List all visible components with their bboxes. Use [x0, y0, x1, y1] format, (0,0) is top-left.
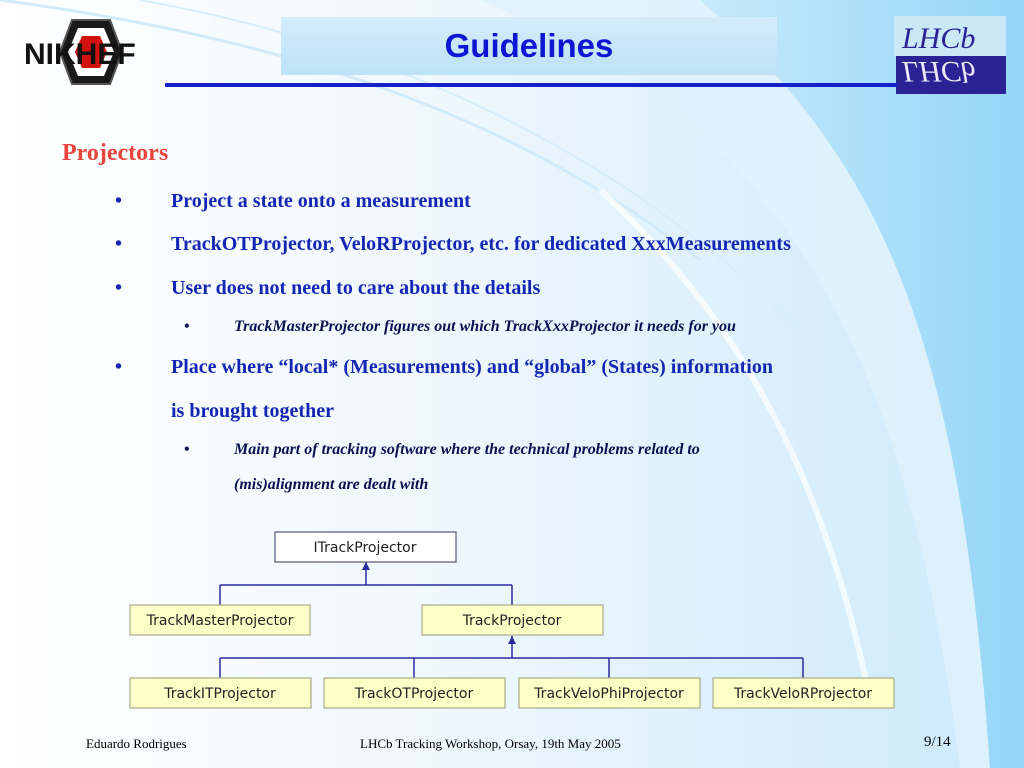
- footer-author: Eduardo Rodrigues: [86, 736, 187, 751]
- edge-root-arrow: [362, 562, 370, 570]
- nikhef-logo: NIKHEF: [24, 19, 136, 85]
- bullet-text: Place where “local* (Measurements) and “…: [171, 356, 773, 378]
- title-box: Guidelines: [281, 17, 777, 75]
- sub-bullet-marker: •: [184, 441, 190, 458]
- sub-bullet-text: Main part of tracking software where the…: [234, 441, 700, 458]
- footer-page-number: 9/14: [924, 734, 951, 750]
- bullet-marker: •: [115, 233, 123, 255]
- node-trackprojector-box: [421, 604, 604, 636]
- node-trackvelorprojector-box: [712, 677, 895, 709]
- title-rule: [165, 83, 897, 87]
- sub-bullet-text-continuation: (mis)alignment are dealt with: [234, 476, 429, 493]
- node-trackvelophiprojector: TrackVeloPhiProjector: [533, 686, 684, 702]
- bullet-marker: •: [115, 356, 123, 378]
- node-itrackprojector-box: [274, 531, 457, 563]
- footer-event: LHCb Tracking Workshop, Orsay, 19th May …: [360, 736, 621, 751]
- section-heading: Projectors: [62, 140, 169, 166]
- bullet-text: Project a state onto a measurement: [171, 190, 471, 212]
- node-itrackprojector: ITrackProjector: [314, 540, 417, 556]
- bullet-text: TrackOTProjector, VeloRProjector, etc. f…: [171, 233, 791, 255]
- edge-proj-arrow: [508, 636, 516, 644]
- node-trackitprojector-box: [129, 677, 312, 709]
- node-trackvelophiprojector-box: [518, 677, 701, 709]
- node-trackitprojector: TrackITProjector: [163, 686, 276, 702]
- node-trackmasterprojector: TrackMasterProjector: [146, 613, 294, 629]
- slide-title: Guidelines: [444, 27, 614, 64]
- node-trackvelorprojector: TrackVeloRProjector: [733, 686, 872, 702]
- bullet-marker: •: [115, 277, 123, 299]
- bullet-marker: •: [115, 190, 123, 212]
- node-trackotprojector: TrackOTProjector: [354, 686, 474, 702]
- node-trackmasterprojector-box: [129, 604, 311, 636]
- bullet-text: User does not need to care about the det…: [171, 277, 541, 299]
- node-trackprojector: TrackProjector: [462, 613, 562, 629]
- diagram-edges: [219, 562, 804, 678]
- bullet-text-continuation: is brought together: [171, 400, 334, 422]
- sub-bullet-text: TrackMasterProjector figures out which T…: [234, 318, 736, 335]
- sub-bullet-marker: •: [184, 318, 190, 335]
- lhcb-logo-text-bottom: LHCb: [901, 55, 975, 88]
- lhcb-logo-text-top: LHCb: [901, 22, 975, 55]
- nikhef-logo-text: NIKHEF: [24, 38, 136, 71]
- class-diagram: ITrackProjector TrackMasterProjector Tra…: [129, 531, 895, 709]
- node-trackotprojector-box: [323, 677, 506, 709]
- lhcb-logo: LHCb LHCb: [894, 16, 1006, 94]
